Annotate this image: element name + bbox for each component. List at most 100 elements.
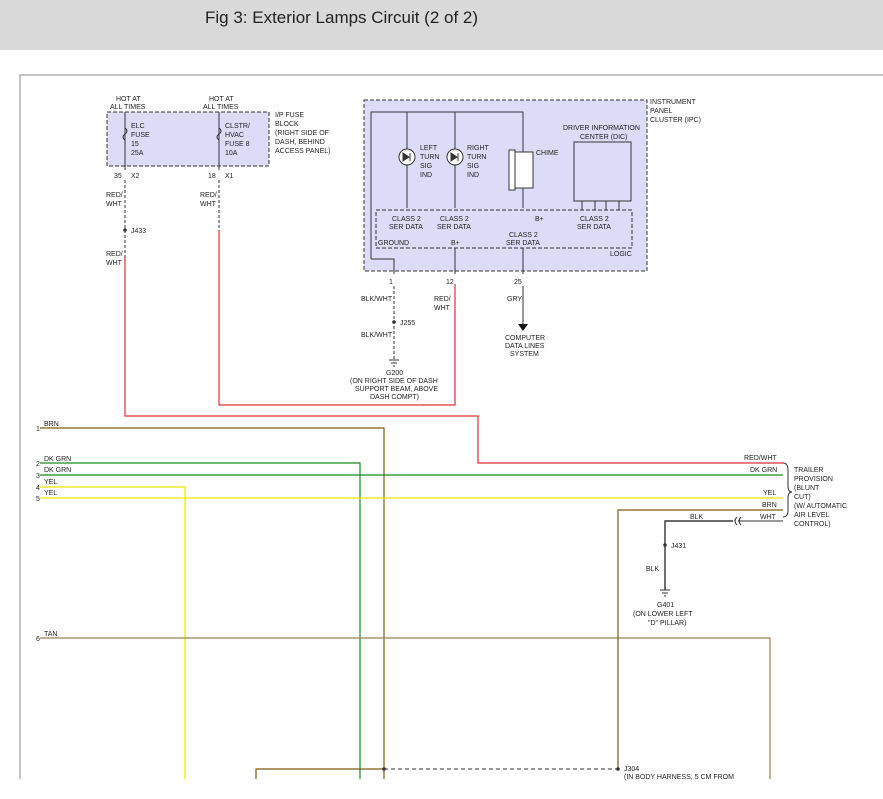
diagram-label: RED/ (434, 296, 451, 303)
diagram-label: BLK/WHT (361, 332, 393, 339)
diagram-label: BLOCK (275, 121, 299, 128)
diagram-label: HOT AT (209, 96, 234, 103)
diagram-label: 25 (514, 279, 522, 286)
diagram-label: DASH, BEHIND (275, 139, 325, 146)
diagram-label: GROUND (378, 240, 409, 247)
diagram-label: IND (420, 172, 432, 179)
diagram-label: SER DATA (437, 224, 471, 231)
diagram-label: COMPUTER (505, 335, 545, 342)
header-bar: Fig 3: Exterior Lamps Circuit (2 of 2) (0, 0, 883, 50)
diagram-label: X2 (131, 173, 140, 180)
diagram-label: 18 (208, 173, 216, 180)
diagram-label: SIG (467, 163, 479, 170)
diagram-label: CLASS 2 (440, 216, 469, 223)
diagram-label: SIG (420, 163, 432, 170)
diagram-label: YEL (763, 490, 776, 497)
diagram-label: 10A (225, 150, 238, 157)
diagram-label: DK GRN (44, 467, 71, 474)
diagram-label: PANEL (650, 108, 673, 115)
diagram-label: WHT (106, 260, 123, 267)
diagram-label: "D" PILLAR) (648, 620, 686, 627)
diagram-label: CONTROL) (794, 521, 831, 528)
diagram-label: BLK/WHT (361, 296, 393, 303)
diagram-label: BRN (762, 502, 777, 509)
diagram-label: SER DATA (577, 224, 611, 231)
diagram-label: CLUSTER (IPC) (650, 117, 701, 124)
diagram-label: SER DATA (389, 224, 423, 231)
diagram-label: TAN (44, 631, 57, 638)
diagram-label: TRAILER (794, 467, 824, 474)
diagram-label: J433 (131, 228, 146, 235)
diagram-label: RED/ (200, 192, 217, 199)
diagram-label: 5 (36, 496, 40, 503)
diagram-label: 15 (131, 141, 139, 148)
diagram-label: DRIVER INFORMATION (563, 125, 640, 132)
diagram-label: DK GRN (44, 456, 71, 463)
diagram-label: X1 (225, 173, 234, 180)
diagram-label: RED/ (106, 192, 123, 199)
diagram-label: 12 (446, 279, 454, 286)
diagram-frame (19, 74, 883, 779)
diagram-label: CHIME (536, 150, 559, 157)
diagram-label: 25A (131, 150, 144, 157)
diagram-label: I/P FUSE (275, 112, 304, 119)
trailer-provision: RED/WHT DK GRN YEL BRN TRAILER PROVISION… (633, 455, 847, 627)
diagram-label: WHT (760, 514, 777, 521)
ipc-ground-wiring: J255 BLK/WHT BLK/WHT G200 (ON RIGHT SIDE… (350, 286, 545, 401)
diagram-label: BLK (690, 514, 704, 521)
diagram-label: (BLUNT (794, 485, 820, 492)
diagram-label: 2 (36, 461, 40, 468)
diagram-label: PROVISION (794, 476, 833, 483)
diagram-label: B+ (451, 240, 460, 247)
diagram-label: LEFT (420, 145, 438, 152)
diagram-label: (IN BODY HARNESS, 5 CM FROM (624, 774, 734, 781)
diagram-label: G401 (657, 602, 674, 609)
diagram-label: TURN (467, 154, 486, 161)
diagram-label: LOGIC (610, 251, 632, 258)
diagram-label: HOT AT (116, 96, 141, 103)
diagram-label: RIGHT (467, 145, 490, 152)
diagram-label: CLASS 2 (509, 232, 538, 239)
diagram-label: J255 (400, 320, 415, 327)
diagram-label: B+ (535, 216, 544, 223)
page-title: Fig 3: Exterior Lamps Circuit (2 of 2) (205, 8, 479, 27)
diagram-label: 4 (36, 485, 40, 492)
harness-wires: J304 (IN BODY HARNESS, 5 CM FROM (40, 427, 783, 781)
diagram-label: (ON RIGHT SIDE OF DASH (350, 378, 438, 385)
diagram-label: WHT (106, 201, 123, 208)
diagram-label: (W/ AUTOMATIC (794, 503, 847, 510)
diagram-label: (ON LOWER LEFT (633, 611, 693, 618)
diagram-label: BLK (646, 566, 660, 573)
diagram-label: DATA LINES (505, 343, 545, 350)
left-wire-labels: 1 BRN 2 DK GRN 3 DK GRN 4 YEL 5 YEL 6 TA… (36, 421, 71, 643)
diagram-label: ACCESS PANEL) (275, 148, 331, 155)
wiring-diagram: HOT AT ALL TIMES HOT AT ALL TIMES ELC FU… (19, 74, 883, 781)
diagram-label: FUSE (131, 132, 150, 139)
diagram-label: WHT (200, 201, 217, 208)
diagram-label: FUSE 8 (225, 141, 250, 148)
fuse-block: HOT AT ALL TIMES HOT AT ALL TIMES ELC FU… (106, 96, 331, 180)
diagram-label: CUT) (794, 494, 811, 501)
diagram-label: AIR LEVEL (794, 512, 830, 519)
diagram-label: G200 (386, 370, 403, 377)
diagram-label: GRY (507, 296, 522, 303)
diagram-label: CLASS 2 (392, 216, 421, 223)
diagram-label: DK GRN (750, 467, 777, 474)
diagram-label: RED/WHT (744, 455, 777, 462)
diagram-label: 1 (36, 426, 40, 433)
diagram-label: HVAC (225, 132, 244, 139)
diagram-label: BRN (44, 421, 59, 428)
diagram-label: RED/ (106, 251, 123, 258)
diagram-label: SYSTEM (510, 351, 539, 358)
diagram-label: 3 (36, 473, 40, 480)
diagram-label: (RIGHT SIDE OF (275, 130, 329, 137)
diagram-label: CENTER (DIC) (580, 134, 627, 141)
diagram-label: ELC (131, 123, 145, 130)
diagram-label: ALL TIMES (203, 104, 239, 111)
diagram-label: 35 (114, 173, 122, 180)
diagram-label: SUPPORT BEAM, ABOVE (355, 386, 438, 393)
diagram-label: J431 (671, 543, 686, 550)
diagram-label: YEL (44, 490, 57, 497)
diagram-label: ALL TIMES (110, 104, 146, 111)
diagram-label: SER DATA (506, 240, 540, 247)
